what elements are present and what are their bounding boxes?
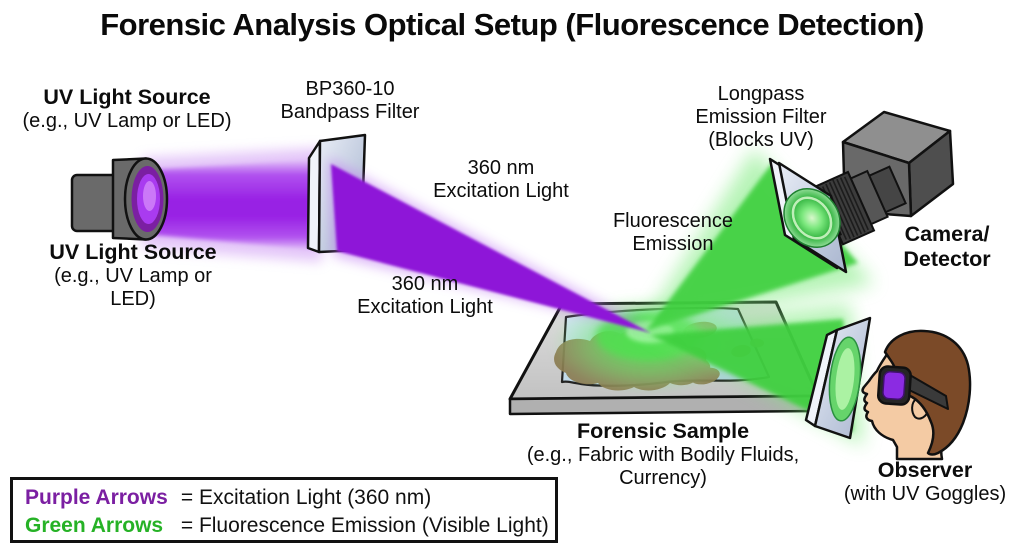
goggle-lens xyxy=(882,370,906,401)
uv-source-bottom-line1: UV Light Source xyxy=(49,240,217,264)
bandpass-line1: BP360-10 xyxy=(305,78,395,100)
longpass-line3: (Blocks UV) xyxy=(708,129,814,151)
legend-def-green-arrows: = Fluorescence Emission (Visible Light) xyxy=(180,514,549,537)
observer-head-icon xyxy=(861,329,972,461)
uv-source-top-line2: (e.g., UV Lamp or LED) xyxy=(22,109,232,132)
legend-row-purple: Purple Arrows = Excitation Light (360 nm… xyxy=(25,484,555,512)
legend-term-green-arrows: Green Arrows xyxy=(25,514,164,537)
legend-row-green: Green Arrows = Fluorescence Emission (Vi… xyxy=(25,512,555,540)
legend-term-purple-arrows: Purple Arrows xyxy=(25,486,168,509)
label-uv-source-bottom: UV Light Source (e.g., UV Lamp or LED) xyxy=(49,240,216,311)
uv-source-bottom-line2: (e.g., UV Lamp or xyxy=(54,264,212,287)
label-forensic-sample: Forensic Sample (e.g., Fabric with Bodil… xyxy=(527,419,799,490)
camera-line1: Camera/ xyxy=(904,222,990,246)
excitation-wedge xyxy=(328,158,654,333)
sample-line3: Currency) xyxy=(619,466,707,489)
uv-source-top-line1: UV Light Source xyxy=(43,85,211,109)
observer-line1: Observer xyxy=(877,458,973,482)
excitation-upper-line2: Excitation Light xyxy=(433,180,569,202)
label-uv-source-top: UV Light Source (e.g., UV Lamp or LED) xyxy=(23,85,232,133)
longpass-line1: Longpass xyxy=(717,83,805,105)
excitation-lower-line1: 360 nm xyxy=(391,273,459,295)
label-excitation-lower: 360 nm Excitation Light xyxy=(357,273,493,319)
observer-filter-icon xyxy=(804,316,872,440)
label-longpass-filter: Longpass Emission Filter (Blocks UV) xyxy=(695,83,826,152)
excitation-upper-line1: 360 nm xyxy=(467,157,535,179)
legend-box: Purple Arrows = Excitation Light (360 nm… xyxy=(10,477,558,543)
fluorescence-line1: Fluorescence xyxy=(612,210,734,232)
diagram-title: Forensic Analysis Optical Setup (Fluores… xyxy=(100,7,924,42)
observer-line2: (with UV Goggles) xyxy=(843,482,1007,505)
sample-line2: (e.g., Fabric with Bodily Fluids, xyxy=(526,443,800,466)
legend-def-purple-arrows: = Excitation Light (360 nm) xyxy=(180,486,432,509)
uv-lamp-icon xyxy=(70,157,169,241)
label-observer: Observer (with UV Goggles) xyxy=(844,458,1006,506)
excitation-lower-line2: Excitation Light xyxy=(357,296,493,318)
label-fluorescence: Fluorescence Emission xyxy=(613,210,733,256)
sample-line1: Forensic Sample xyxy=(576,419,750,443)
label-camera-detector: Camera/ Detector xyxy=(903,222,990,271)
longpass-filter-lens xyxy=(783,188,841,248)
uv-source-bottom-line3: LED) xyxy=(110,287,156,310)
label-excitation-upper: 360 nm Excitation Light xyxy=(433,157,569,203)
longpass-line2: Emission Filter xyxy=(695,106,827,128)
uv-goggles-icon xyxy=(876,365,949,410)
excitation-beam xyxy=(142,148,322,262)
longpass-filter-icon xyxy=(768,157,848,274)
label-bandpass-filter: BP360-10 Bandpass Filter xyxy=(281,78,420,124)
camera-icon xyxy=(808,110,955,246)
camera-line2: Detector xyxy=(903,246,991,271)
bandpass-line2: Bandpass Filter xyxy=(280,101,420,123)
fluorescence-line2: Emission xyxy=(632,233,714,255)
